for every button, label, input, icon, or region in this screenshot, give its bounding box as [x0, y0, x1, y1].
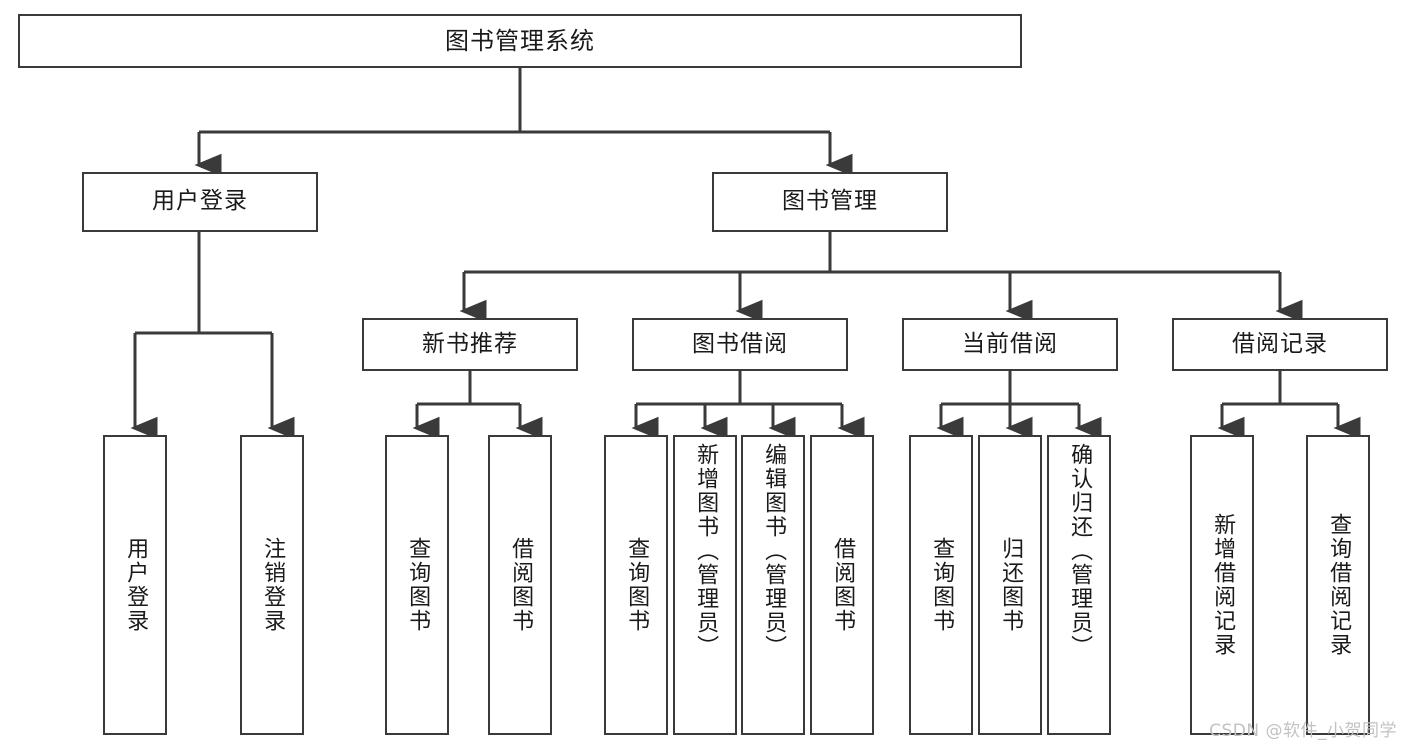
node-label: 用户登录 [123, 537, 149, 633]
node-label: 新增图书（管理员） [693, 443, 719, 659]
leaf-user-login[interactable]: 用户登录 [103, 435, 167, 735]
node-label: 当前借阅 [962, 330, 1058, 357]
leaf-query-borrow-record[interactable]: 查询借阅记录 [1306, 435, 1370, 735]
node-book-borrow[interactable]: 图书借阅 [632, 318, 848, 371]
leaf-confirm-return-admin[interactable]: 确认归还（管理员） [1047, 435, 1111, 735]
node-root-book-management-system[interactable]: 图书管理系统 [18, 14, 1022, 68]
node-label: 查询借阅记录 [1326, 513, 1352, 657]
node-label: 编辑图书（管理员） [761, 443, 787, 659]
node-book-manage[interactable]: 图书管理 [712, 172, 948, 232]
leaf-query-book-3[interactable]: 查询图书 [909, 435, 973, 735]
leaf-query-book-1[interactable]: 查询图书 [385, 435, 449, 735]
node-label: 新书推荐 [422, 330, 518, 357]
leaf-add-book-admin[interactable]: 新增图书（管理员） [673, 435, 737, 735]
leaf-borrow-book-2[interactable]: 借阅图书 [810, 435, 874, 735]
node-label: 借阅图书 [830, 537, 856, 633]
node-label: 查询图书 [405, 537, 431, 633]
node-label: 借阅记录 [1232, 330, 1328, 357]
node-user-login[interactable]: 用户登录 [82, 172, 318, 232]
node-label: 图书管理系统 [445, 26, 595, 55]
node-label: 归还图书 [998, 537, 1024, 633]
leaf-edit-book-admin[interactable]: 编辑图书（管理员） [741, 435, 805, 735]
leaf-return-book[interactable]: 归还图书 [978, 435, 1042, 735]
node-label: 注销登录 [260, 537, 286, 633]
leaf-query-book-2[interactable]: 查询图书 [604, 435, 668, 735]
node-current-borrow[interactable]: 当前借阅 [902, 318, 1118, 371]
leaf-logout[interactable]: 注销登录 [240, 435, 304, 735]
node-new-book-recommendation[interactable]: 新书推荐 [362, 318, 578, 371]
leaf-borrow-book-1[interactable]: 借阅图书 [488, 435, 552, 735]
node-label: 图书管理 [782, 188, 878, 215]
node-label: 用户登录 [152, 188, 248, 215]
node-label: 新增借阅记录 [1210, 513, 1236, 657]
node-label: 图书借阅 [692, 330, 788, 357]
node-label: 借阅图书 [508, 537, 534, 633]
node-label: 查询图书 [929, 537, 955, 633]
node-borrow-record[interactable]: 借阅记录 [1172, 318, 1388, 371]
node-label: 查询图书 [624, 537, 650, 633]
leaf-add-borrow-record[interactable]: 新增借阅记录 [1190, 435, 1254, 735]
node-label: 确认归还（管理员） [1067, 443, 1093, 659]
